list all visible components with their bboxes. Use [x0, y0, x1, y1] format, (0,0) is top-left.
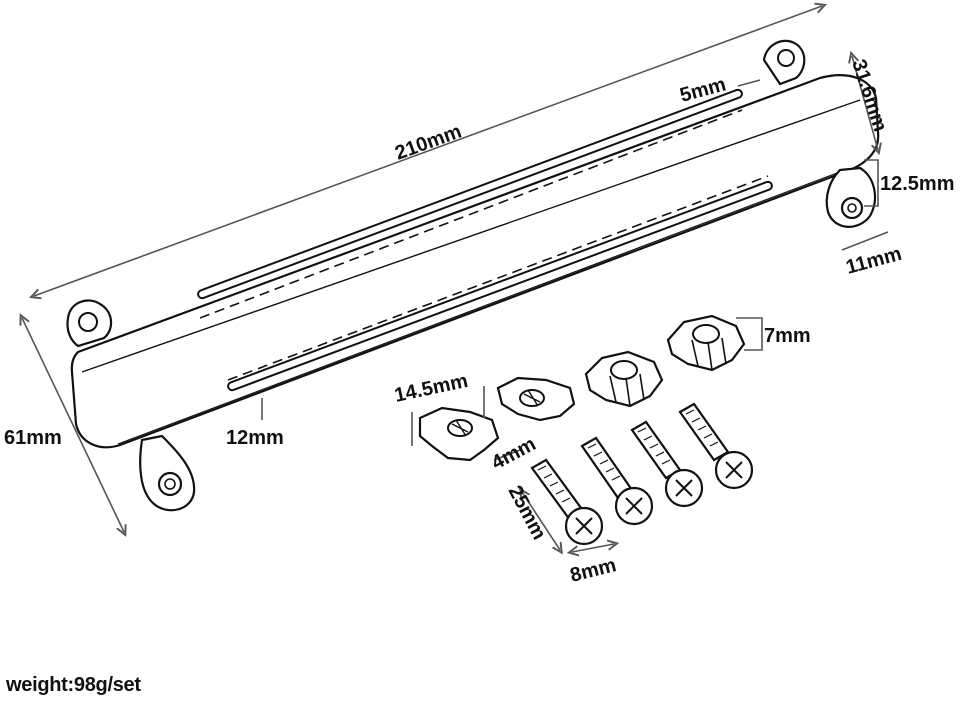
weight-note: weight:98g/set [6, 674, 141, 696]
dim-line-screw-length [522, 492, 560, 550]
dim-line-nut-hole [493, 449, 521, 461]
screw-4 [678, 402, 754, 490]
dim-line-end-height [864, 159, 879, 207]
label-nut-size: 14.5mm [392, 370, 469, 407]
bracket-bottom-left [139, 434, 196, 512]
label-screw-length: 25mm [504, 482, 551, 543]
dim-line-slot-width [737, 79, 761, 87]
screw-3 [630, 420, 704, 508]
dim-line-end-width [841, 231, 889, 251]
bracket-right [825, 166, 877, 228]
label-end-width: 11mm [844, 243, 904, 279]
label-screw-head: 8mm [568, 554, 619, 587]
dim-line-depth [852, 56, 878, 150]
dim-line-nut-size [411, 386, 485, 446]
t-nut-1 [418, 406, 500, 462]
t-nut-2 [496, 376, 576, 422]
label-end-height: 12.5mm [880, 173, 955, 195]
screw-2 [580, 436, 654, 526]
handle-strap [70, 74, 880, 449]
bracket-left [66, 299, 113, 348]
t-nut-3 [584, 350, 664, 408]
t-nut-4 [666, 314, 746, 372]
dim-line-total-height [22, 318, 124, 532]
label-total-height: 61mm [4, 427, 62, 449]
label-handle-width: 12mm [226, 427, 284, 449]
label-nut-height: 7mm [764, 325, 811, 347]
dim-line-screw-head [572, 544, 614, 552]
dim-line-nut-height [736, 317, 763, 351]
bracket-top-right [762, 39, 806, 86]
dim-line-length [34, 6, 822, 296]
label-length: 210mm [392, 120, 464, 164]
